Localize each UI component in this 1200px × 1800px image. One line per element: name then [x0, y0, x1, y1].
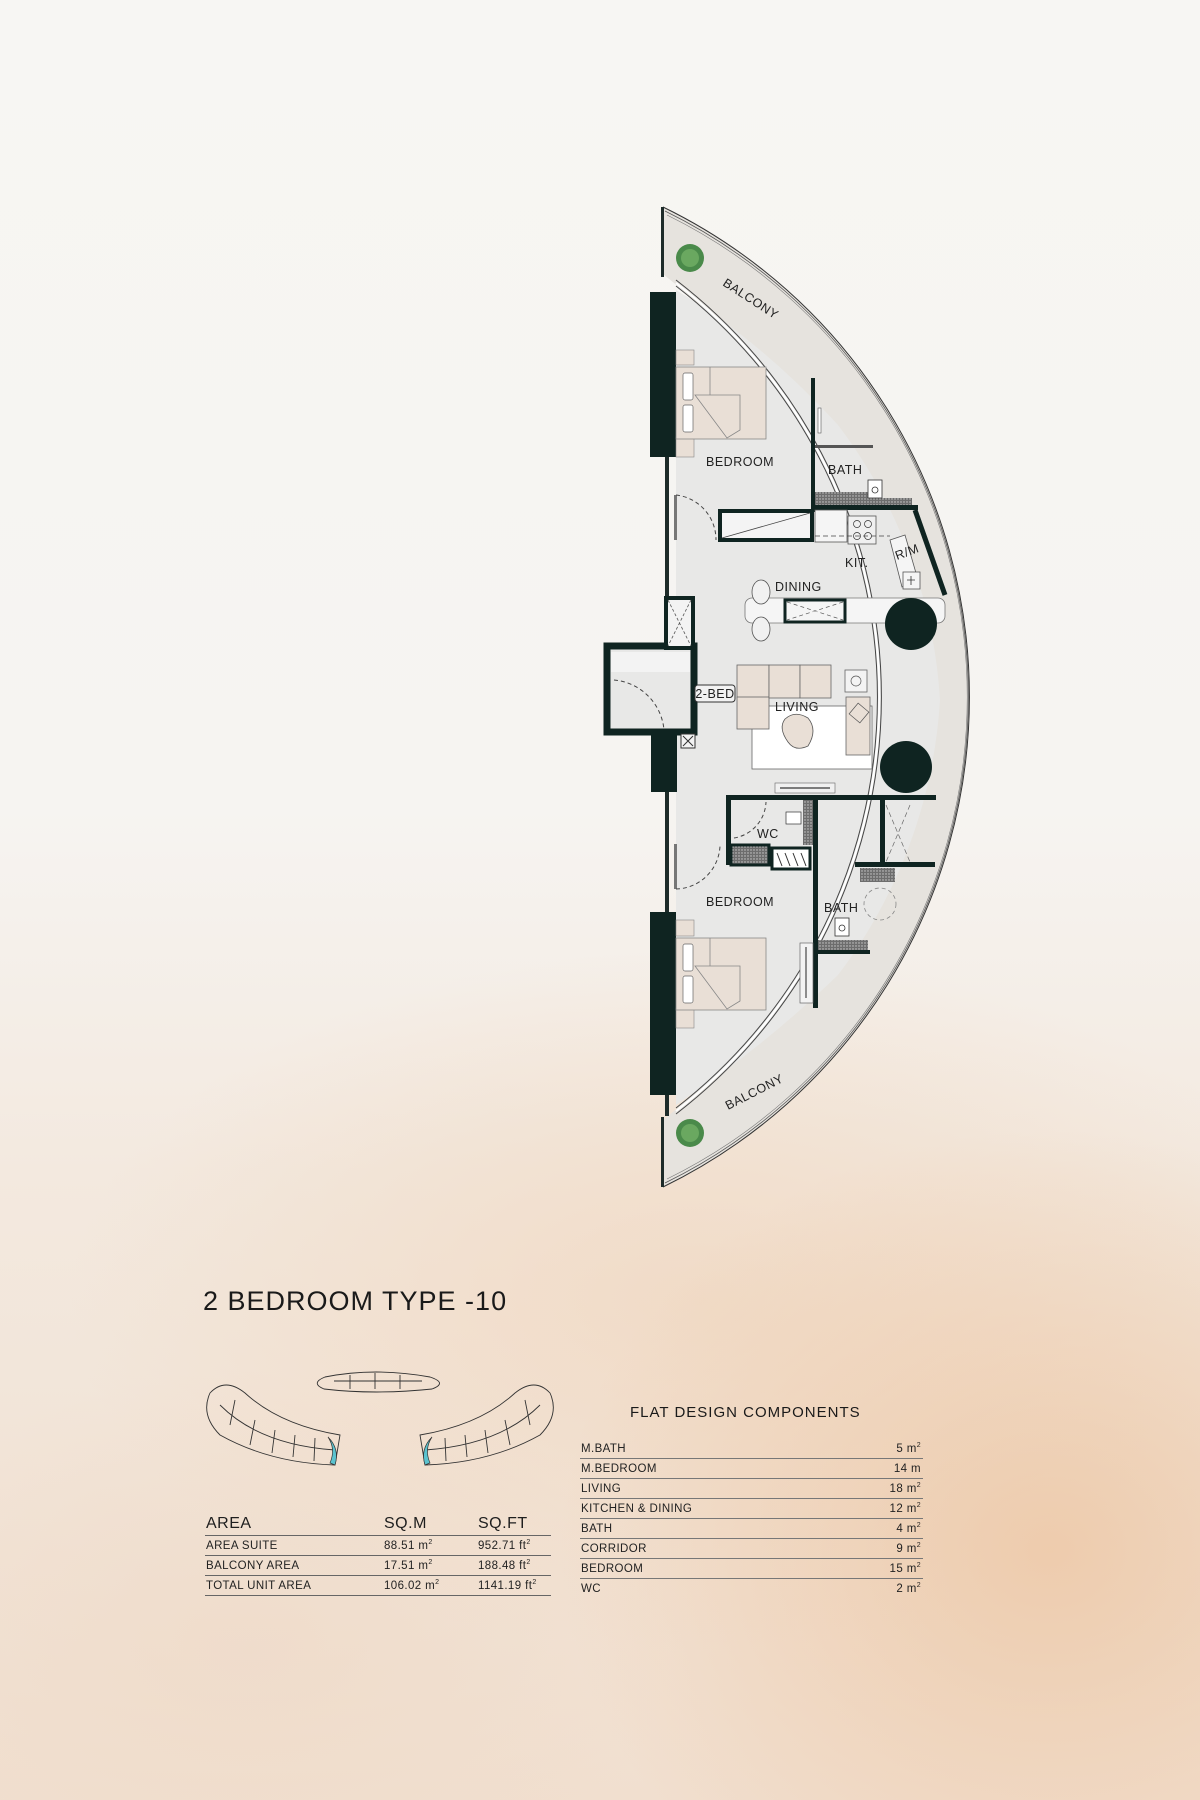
- svg-text:2-BED: 2-BED: [695, 687, 734, 701]
- area-table: AREA SQ.M SQ.FT AREA SUITE 88.51 m2 952.…: [205, 1513, 551, 1596]
- header-area: AREA: [205, 1513, 383, 1536]
- row-label: BALCONY AREA: [205, 1555, 383, 1576]
- bath-top: BATH: [811, 378, 918, 512]
- component-value: 4 m2: [843, 1518, 923, 1539]
- table-row: WC 2 m2: [580, 1579, 923, 1599]
- svg-text:WC: WC: [757, 827, 779, 841]
- component-value: 5 m2: [843, 1439, 923, 1459]
- entry-tag: 2-BED: [694, 684, 736, 703]
- component-label: M.BEDROOM: [580, 1458, 844, 1479]
- table-row: TOTAL UNIT AREA 106.02 m2 1141.19 ft2: [205, 1575, 551, 1596]
- bath-bottom: BATH: [813, 800, 935, 1008]
- wall-top-left: [650, 292, 676, 457]
- component-value: 15 m2: [843, 1558, 923, 1579]
- balcony-band: [662, 206, 970, 1188]
- svg-text:BEDROOM: BEDROOM: [706, 455, 774, 469]
- row-sqm: 106.02 m2: [383, 1575, 477, 1596]
- wc: WC: [726, 795, 936, 871]
- component-value: 2 m2: [896, 1582, 921, 1595]
- row-label: TOTAL UNIT AREA: [205, 1575, 383, 1596]
- component-value: 12 m2: [843, 1498, 923, 1519]
- floor-plan: 2-BED BEDROOM BATH: [603, 206, 970, 1188]
- key-plan: [206, 1371, 554, 1466]
- components-title: FLAT DESIGN COMPONENTS: [630, 1404, 861, 1421]
- component-label: M.BATH: [580, 1439, 844, 1459]
- svg-text:DINING: DINING: [775, 580, 822, 594]
- row-sqm: 17.51 m2: [383, 1555, 477, 1576]
- bedroom-top: BEDROOM: [674, 349, 774, 541]
- component-label: LIVING: [580, 1478, 844, 1499]
- wall-bottom-left: [650, 912, 676, 1095]
- column-bottom: [880, 741, 932, 793]
- component-label: KITCHEN & DINING: [580, 1498, 844, 1519]
- component-value: 9 m2: [843, 1538, 923, 1559]
- component-label: BATH: [580, 1518, 844, 1539]
- svg-text:LIVING: LIVING: [775, 700, 819, 714]
- svg-text:KIT.: KIT.: [845, 556, 869, 570]
- table-row: BALCONY AREA 17.51 m2 188.48 ft2: [205, 1555, 551, 1576]
- entry-vestibule: [603, 642, 698, 792]
- bedroom-bottom: BEDROOM: [674, 844, 814, 1029]
- column-top: [885, 598, 937, 650]
- component-label: BEDROOM: [580, 1558, 844, 1579]
- unit-highlight-right: [423, 1436, 433, 1466]
- row-sqft: 952.71 ft2: [477, 1535, 551, 1556]
- table-row: AREA SUITE 88.51 m2 952.71 ft2: [205, 1535, 551, 1556]
- unit-highlight-left: [327, 1436, 337, 1466]
- row-sqft: 188.48 ft2: [477, 1555, 551, 1576]
- shaft: [664, 596, 695, 650]
- header-sqft: SQ.FT: [477, 1513, 551, 1536]
- row-label: AREA SUITE: [205, 1535, 383, 1556]
- row-sqm: 88.51 m2: [383, 1535, 477, 1556]
- row-sqft: 1141.19 ft2: [477, 1575, 551, 1596]
- area-table-header: AREA SQ.M SQ.FT: [205, 1513, 551, 1536]
- svg-text:BEDROOM: BEDROOM: [706, 895, 774, 909]
- svg-text:BATH: BATH: [824, 901, 858, 915]
- component-label: WC: [581, 1582, 601, 1595]
- component-label: CORRIDOR: [580, 1538, 844, 1559]
- svg-text:BATH: BATH: [828, 463, 862, 477]
- header-sqm: SQ.M: [383, 1513, 477, 1536]
- living: LIVING: [736, 664, 873, 794]
- component-value: 18 m2: [843, 1478, 923, 1499]
- component-value: 14 m: [843, 1458, 923, 1479]
- wardrobe-top: [718, 509, 814, 542]
- unit-title: 2 BEDROOM TYPE -10: [203, 1286, 508, 1316]
